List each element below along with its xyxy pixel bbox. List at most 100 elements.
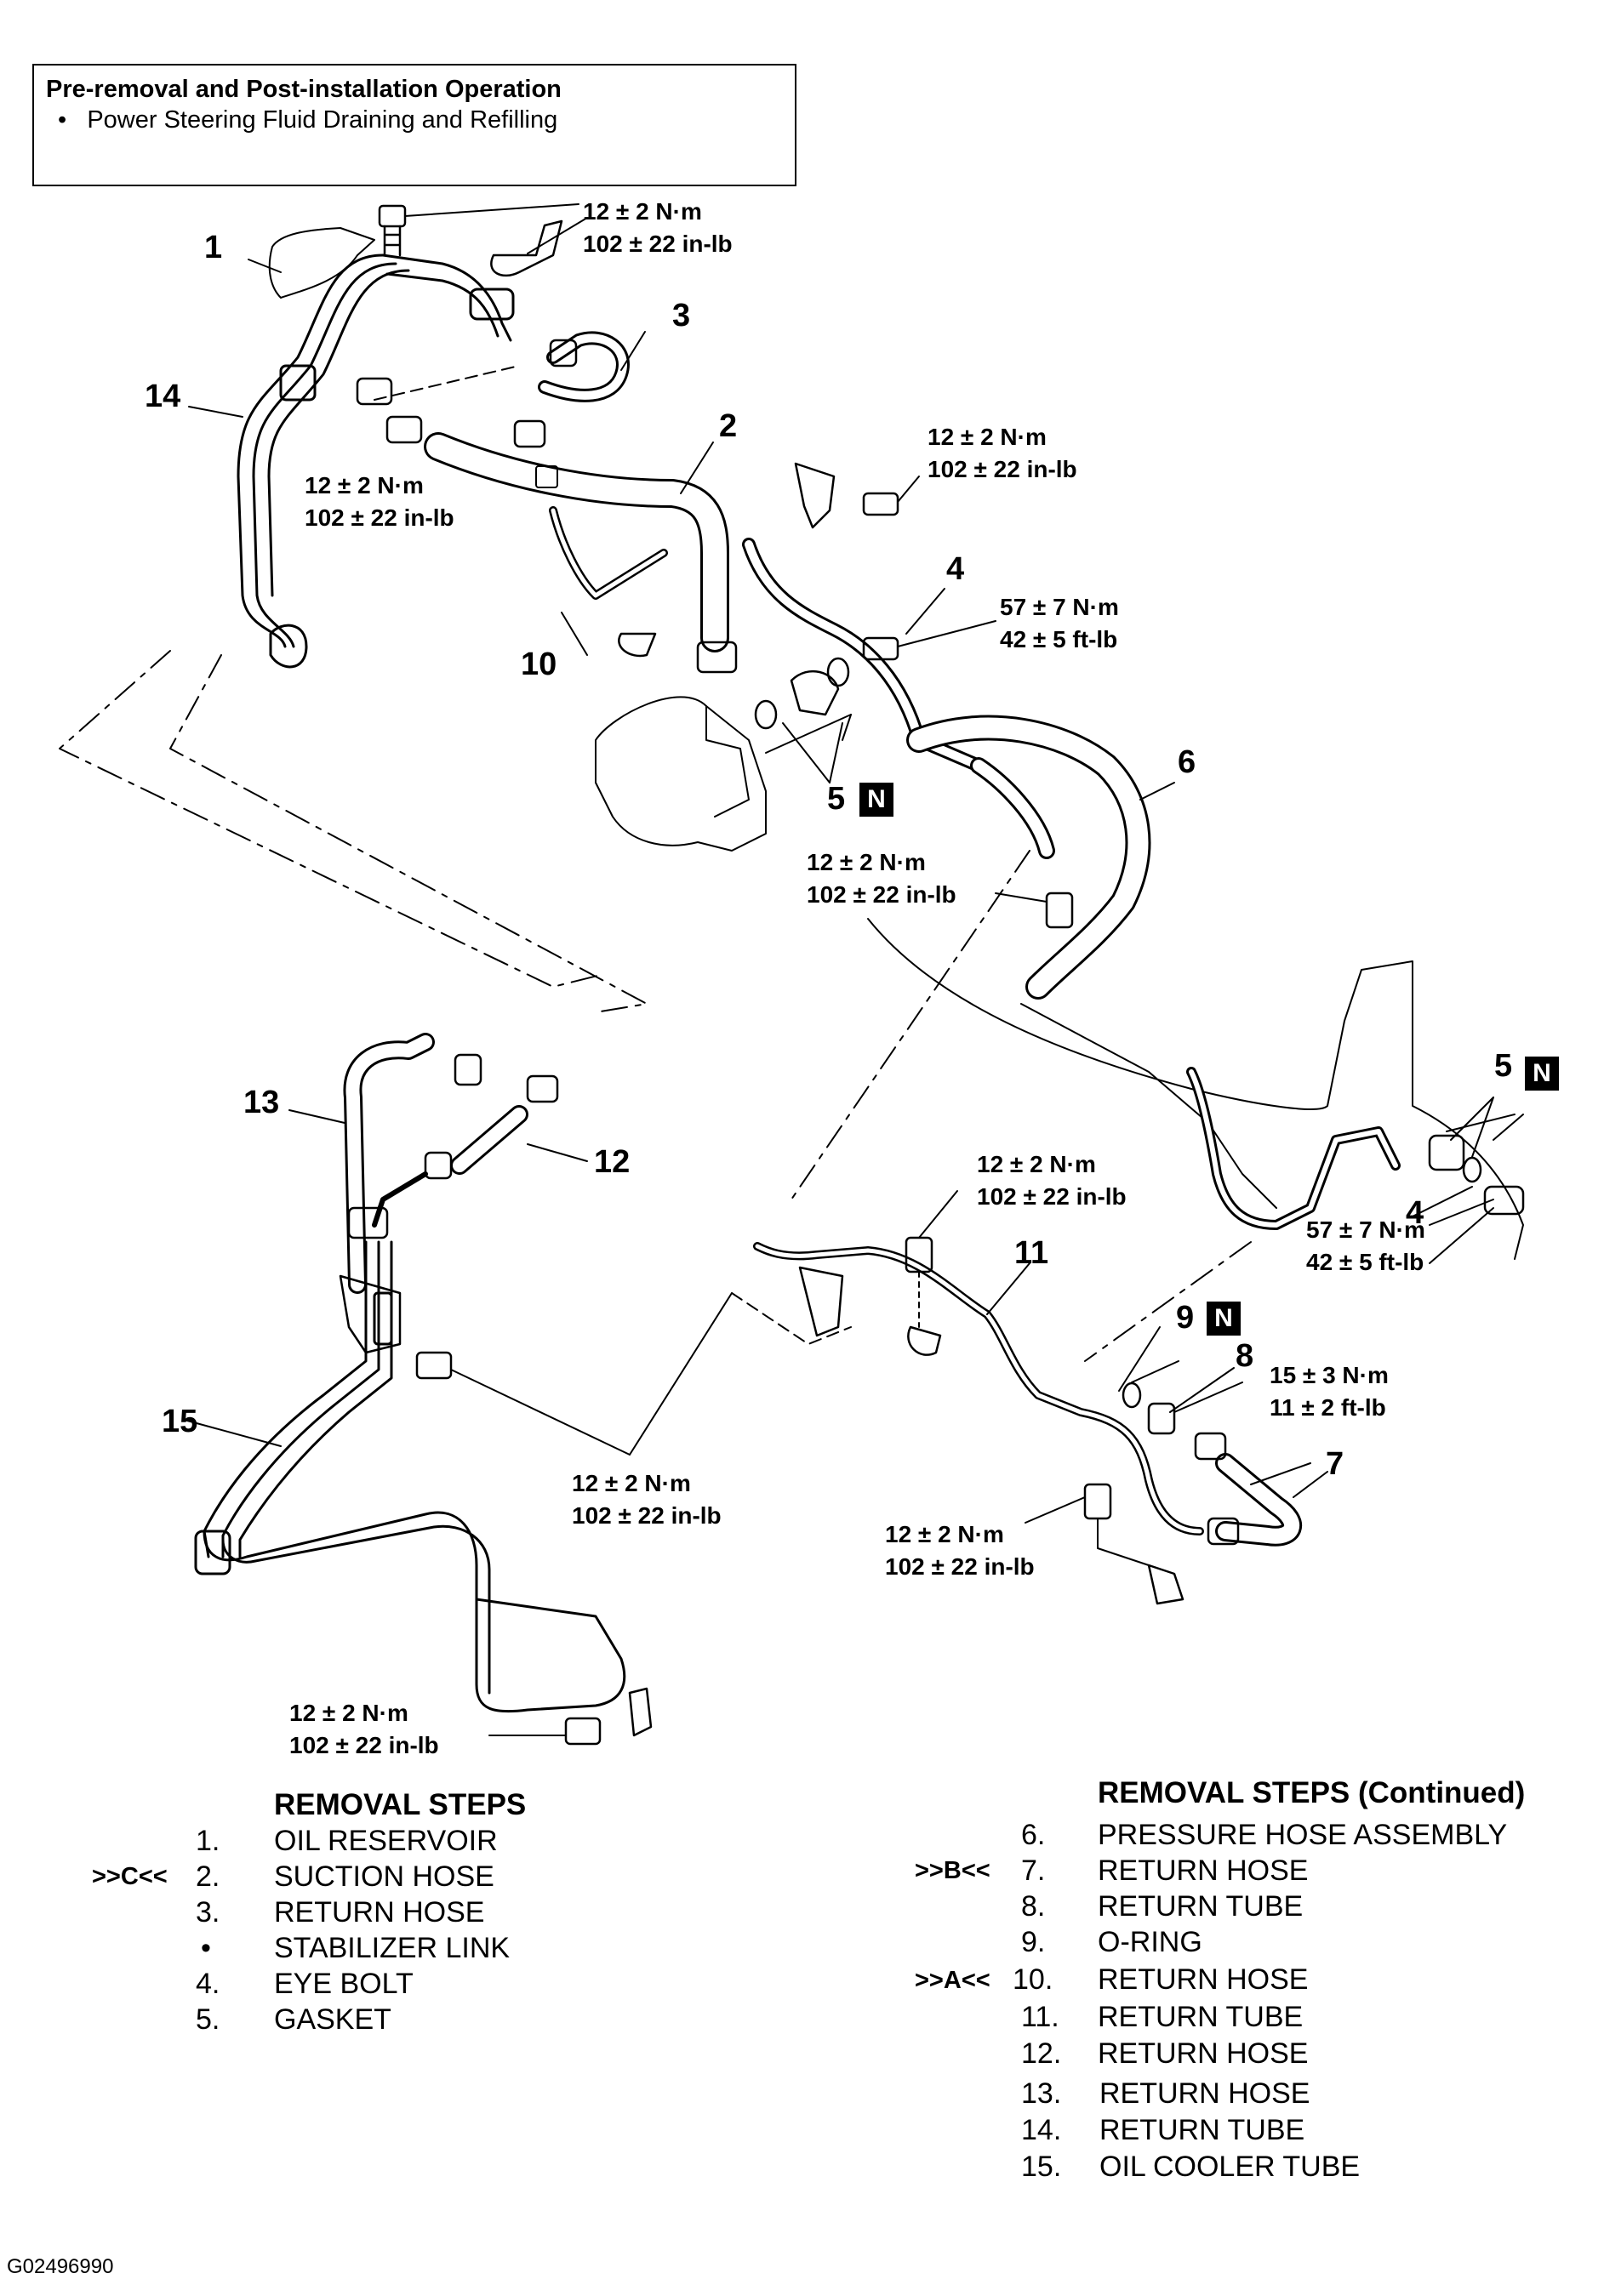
step-num-6: 6.: [1021, 1819, 1046, 1851]
step-label-12: RETURN HOSE: [1098, 2037, 1309, 2070]
torque-nm: 12 ± 2 N·m: [807, 849, 926, 875]
torque-inlb: 102 ± 22 in-lb: [305, 504, 454, 531]
new-part-badge-9: N: [1207, 1302, 1241, 1336]
new-part-badge-5-right: N: [1525, 1057, 1559, 1091]
callout-7: 7: [1326, 1446, 1344, 1482]
step-num-10: 10.: [1013, 1963, 1053, 1996]
pre-removal-box: Pre-removal and Post-installation Operat…: [32, 64, 796, 186]
step-num-3: 3.: [196, 1896, 220, 1929]
step-label-10: RETURN HOSE: [1098, 1963, 1309, 1996]
torque-spec-hose-7: 12 ± 2 N·m 102 ± 22 in-lb: [885, 1518, 1035, 1583]
torque-nm: 12 ± 2 N·m: [977, 1151, 1096, 1177]
torque-spec-cooler-bottom: 12 ± 2 N·m 102 ± 22 in-lb: [289, 1697, 439, 1762]
oil-reservoir-outline: [268, 227, 375, 299]
callout-5-right: 5: [1494, 1048, 1513, 1084]
torque-spec-return-tube-8: 15 ± 3 N·m 11 ± 2 ft-lb: [1270, 1359, 1389, 1424]
torque-spec-tube-11: 12 ± 2 N·m 102 ± 22 in-lb: [977, 1148, 1127, 1213]
removal-steps-cont-title: REMOVAL STEPS (Continued): [1098, 1776, 1526, 1809]
step-label-2: SUCTION HOSE: [274, 1860, 494, 1893]
callout-15: 15: [162, 1404, 198, 1439]
pre-removal-bullet-text: Power Steering Fluid Draining and Refill…: [87, 106, 558, 134]
step-num-2: 2.: [196, 1860, 220, 1893]
step-label-3: RETURN HOSE: [274, 1896, 485, 1929]
step-num-12: 12.: [1021, 2037, 1062, 2070]
torque-inlb: 102 ± 22 in-lb: [885, 1553, 1035, 1580]
step-num-4: 4.: [196, 1968, 220, 2000]
step-num-9: 9.: [1021, 1926, 1046, 1958]
pre-removal-bullet: • Power Steering Fluid Draining and Refi…: [58, 106, 558, 134]
step-num-8: 8.: [1021, 1890, 1046, 1923]
pump-outline: [595, 696, 767, 852]
step-label-15: OIL COOLER TUBE: [1099, 2151, 1361, 2183]
step-code-10: >>A<<: [915, 1967, 990, 1994]
torque-spec-reservoir: 12 ± 2 N·m 102 ± 22 in-lb: [583, 196, 733, 260]
torque-nm: 12 ± 2 N·m: [305, 472, 424, 499]
callout-12: 12: [594, 1144, 631, 1180]
torque-spec-eye-bolt-top: 57 ± 7 N·m 42 ± 5 ft-lb: [1000, 591, 1119, 656]
torque-inlb: 102 ± 22 in-lb: [977, 1183, 1127, 1210]
step-num-7: 7.: [1021, 1854, 1046, 1887]
callout-3: 3: [672, 298, 691, 333]
torque-nm: 12 ± 2 N·m: [289, 1700, 408, 1726]
step-label-11: RETURN TUBE: [1098, 2001, 1304, 2033]
torque-nm: 12 ± 2 N·m: [928, 424, 1047, 450]
callout-4-top: 4: [946, 551, 965, 587]
torque-nm: 12 ± 2 N·m: [885, 1521, 1004, 1547]
step-label-8: RETURN TUBE: [1098, 1890, 1304, 1923]
torque-nm: 57 ± 7 N·m: [1000, 594, 1119, 620]
torque-nm: 15 ± 3 N·m: [1270, 1362, 1389, 1388]
torque-nm: 12 ± 2 N·m: [572, 1470, 691, 1496]
step-num-11: 11.: [1021, 2001, 1059, 2033]
callout-11: 11: [1014, 1235, 1049, 1271]
step-num-1: 1.: [196, 1825, 220, 1857]
step-label-5: GASKET: [274, 2003, 391, 2036]
step-num-15: 15.: [1021, 2151, 1062, 2183]
return-tube-14: [237, 254, 410, 669]
step-label-6: PRESSURE HOSE ASSEMBLY: [1098, 1819, 1508, 1851]
torque-inlb: 102 ± 22 in-lb: [928, 456, 1077, 482]
oil-cooler-tube-15: [194, 1206, 626, 1713]
torque-inlb: 102 ± 22 in-lb: [807, 881, 956, 908]
step-num-5: 5.: [196, 2003, 220, 2036]
torque-inlb: 102 ± 22 in-lb: [572, 1502, 722, 1529]
new-part-badge-5-left: N: [859, 783, 893, 817]
torque-ftlb: 42 ± 5 ft-lb: [1000, 626, 1118, 652]
figure-id: G02496990: [7, 2255, 114, 2278]
return-tube-11: [753, 1242, 1204, 1535]
step-label-7: RETURN HOSE: [1098, 1854, 1309, 1887]
callout-14: 14: [145, 379, 181, 414]
torque-spec-pressure-hose: 12 ± 2 N·m 102 ± 22 in-lb: [807, 846, 956, 911]
torque-inlb: 102 ± 22 in-lb: [583, 231, 733, 257]
removal-steps-title: REMOVAL STEPS: [274, 1788, 527, 1821]
callout-13: 13: [243, 1085, 280, 1120]
pre-removal-title: Pre-removal and Post-installation Operat…: [46, 76, 562, 103]
step-label-1: OIL RESERVOIR: [274, 1825, 498, 1857]
step-code-2: >>C<<: [92, 1863, 168, 1890]
torque-spec-cooler-mid: 12 ± 2 N·m 102 ± 22 in-lb: [572, 1467, 722, 1532]
callout-10: 10: [521, 647, 557, 682]
step-label-stabilizer: STABILIZER LINK: [274, 1932, 511, 1964]
torque-nm: 12 ± 2 N·m: [583, 198, 702, 225]
step-label-9: O-RING: [1098, 1926, 1202, 1958]
callout-6: 6: [1178, 744, 1196, 780]
torque-inlb: 102 ± 22 in-lb: [289, 1732, 439, 1758]
callout-5-left: 5: [827, 781, 846, 817]
torque-nm: 57 ± 7 N·m: [1306, 1216, 1425, 1243]
callout-4-right: 4: [1406, 1195, 1424, 1231]
callout-8: 8: [1236, 1338, 1254, 1374]
torque-ftlb: 11 ± 2 ft-lb: [1270, 1394, 1386, 1421]
step-num-13: 13.: [1021, 2077, 1062, 2110]
steering-gear-outline: [867, 918, 1524, 1260]
callout-9: 9: [1176, 1300, 1195, 1336]
step-num-bullet: •: [201, 1932, 211, 1964]
return-hose-13: [343, 1033, 435, 1294]
step-label-14: RETURN TUBE: [1099, 2114, 1305, 2146]
torque-spec-tube-14: 12 ± 2 N·m 102 ± 22 in-lb: [305, 470, 454, 534]
step-num-14: 14.: [1021, 2114, 1062, 2146]
step-label-4: EYE BOLT: [274, 1968, 414, 2000]
torque-ftlb: 42 ± 5 ft-lb: [1306, 1249, 1424, 1275]
callout-2: 2: [719, 408, 738, 444]
step-code-7: >>B<<: [915, 1857, 990, 1884]
torque-spec-pump-bracket: 12 ± 2 N·m 102 ± 22 in-lb: [928, 421, 1077, 486]
